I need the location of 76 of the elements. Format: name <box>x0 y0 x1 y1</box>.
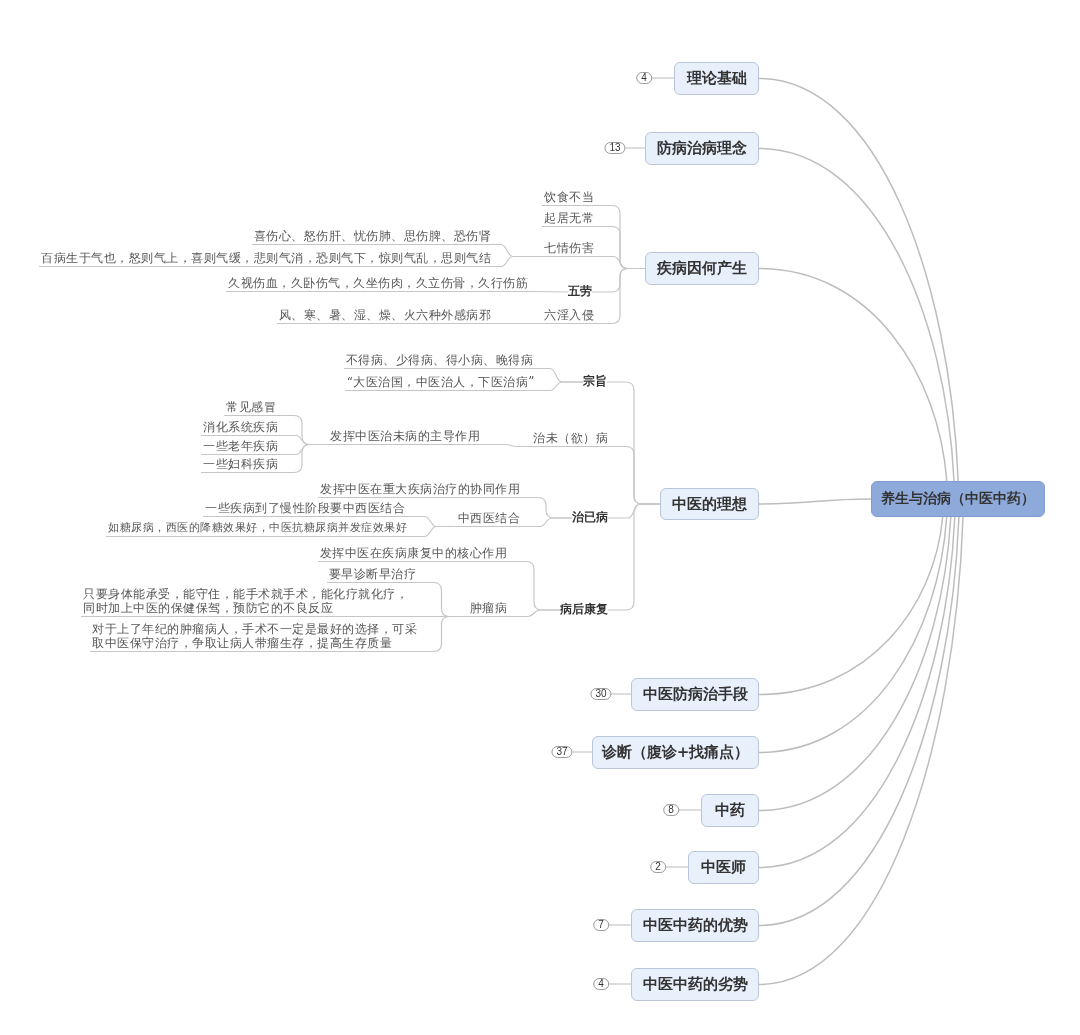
connector-line <box>608 983 632 985</box>
topic-box: 防病治病理念 <box>645 132 759 165</box>
subtopic-text: 要早诊断早治疗 <box>326 567 418 583</box>
topic-box: 中医的理想 <box>660 488 759 520</box>
subtopic-heading: 治已病 <box>572 509 608 525</box>
connector-line <box>651 77 675 79</box>
topic-box: 疾病因何产生 <box>645 252 759 285</box>
branch-curve <box>758 147 955 482</box>
count-badge: 4 <box>636 72 652 84</box>
connector-line <box>521 517 573 528</box>
subtopic-text: 肿瘤病 <box>467 601 509 617</box>
connector-line <box>572 751 593 753</box>
count-badge: 4 <box>593 978 609 990</box>
connector-line <box>481 443 532 448</box>
subtopic-heading: 五劳 <box>568 283 592 299</box>
subtopic-text: 风、寒、暑、湿、燥、火六种外感病邪 <box>276 308 493 324</box>
connector-line <box>608 924 632 926</box>
count-badge: 8 <box>663 804 679 816</box>
connector-line <box>419 615 469 653</box>
subtopic-text: 喜伤心、怒伤肝、忧伤肺、思伤脾、恐伤肾 <box>251 229 493 245</box>
topic-box: 理论基础 <box>674 62 759 95</box>
subtopic-text: 久视伤血，久卧伤气，久坐伤肉，久立伤骨，久行伤筋 <box>226 276 530 292</box>
connector-line <box>625 147 646 149</box>
subtopic-text: 百病生于气也，怒则气上，喜则气缓，悲则气消，恐则气下，惊则气乱，思则气结 <box>39 251 493 267</box>
subtopic-text: 对于上了年纪的肿瘤病人，手术不一定是最好的选择，可采取中医保守治疗，争取让病人带瘤生存，提高生存质量 <box>90 622 420 652</box>
connector-line <box>492 322 543 325</box>
subtopic-text: 常见感冒 <box>224 400 278 416</box>
subtopic-text: 起居无常 <box>542 211 596 227</box>
connector-line <box>536 381 584 392</box>
branch-curve <box>758 516 944 696</box>
subtopic-heading: 病后康复 <box>560 601 608 617</box>
branch-curve <box>758 516 952 812</box>
subtopic-text: 只要身体能承受，能守住，能手术就手术，能化疗就化疗，同时加上中医的保健保驾，预防它的不良反应 <box>81 587 411 617</box>
topic-box: 中医防病治手段 <box>631 678 759 711</box>
subtopic-text: 一些老年疾病 <box>201 439 280 455</box>
connector-line <box>607 503 661 611</box>
subtopic-text: 一些疾病到了慢性阶段要中西医结合 <box>203 501 407 517</box>
subtopic-heading: 宗旨 <box>583 373 607 389</box>
subtopic-text: 消化系统疾病 <box>201 420 280 436</box>
connector-line <box>492 255 543 268</box>
connector-line <box>408 525 457 538</box>
branch-curve <box>758 516 956 869</box>
connector-line <box>595 267 646 325</box>
subtopic-text: 不得病、少得病、得小病、晚得病 <box>343 353 535 369</box>
subtopic-text: “大医治国，中医治人，下医治病” <box>344 375 537 391</box>
branch-curve <box>758 516 948 754</box>
topic-box: 中医中药的劣势 <box>631 968 759 1001</box>
subtopic-text: 饮食不当 <box>542 190 596 206</box>
connector-line <box>279 443 329 474</box>
connector-line <box>678 809 702 811</box>
central-topic-box: 养生与治病（中医中药） <box>871 481 1045 517</box>
topic-box: 中医中药的优势 <box>631 909 759 942</box>
subtopic-text: 发挥中医治未病的主导作用 <box>328 429 482 445</box>
branch-curve <box>758 77 959 482</box>
count-badge: 13 <box>604 142 626 154</box>
subtopic-text: 七情伤害 <box>542 241 596 257</box>
branch-curve <box>758 267 948 482</box>
count-badge: 37 <box>551 746 573 758</box>
subtopic-text: 如糖尿病，西医的降糖效果好，中医抗糖尿病并发症效果好 <box>106 521 409 537</box>
subtopic-text: 一些妇科疾病 <box>201 457 280 473</box>
topic-box: 中医师 <box>688 851 759 884</box>
subtopic-text: 中西医结合 <box>455 511 522 527</box>
branch-curve <box>758 498 872 505</box>
topic-box: 中药 <box>701 794 759 827</box>
connector-line <box>611 693 632 695</box>
count-badge: 30 <box>590 688 612 700</box>
subtopic-text: 发挥中医在重大疾病治疗的协同作用 <box>318 482 522 498</box>
subtopic-text: 治未（欲）病 <box>531 431 610 447</box>
subtopic-text: 发挥中医在疾病康复中的核心作用 <box>317 546 509 562</box>
count-badge: 2 <box>650 861 666 873</box>
connector-line <box>529 290 569 293</box>
topic-box: 诊断（腹诊+找痛点） <box>592 736 759 769</box>
subtopic-text: 六淫入侵 <box>542 308 596 324</box>
connector-line <box>665 866 689 868</box>
count-badge: 7 <box>593 919 609 931</box>
connector-line <box>508 609 561 618</box>
